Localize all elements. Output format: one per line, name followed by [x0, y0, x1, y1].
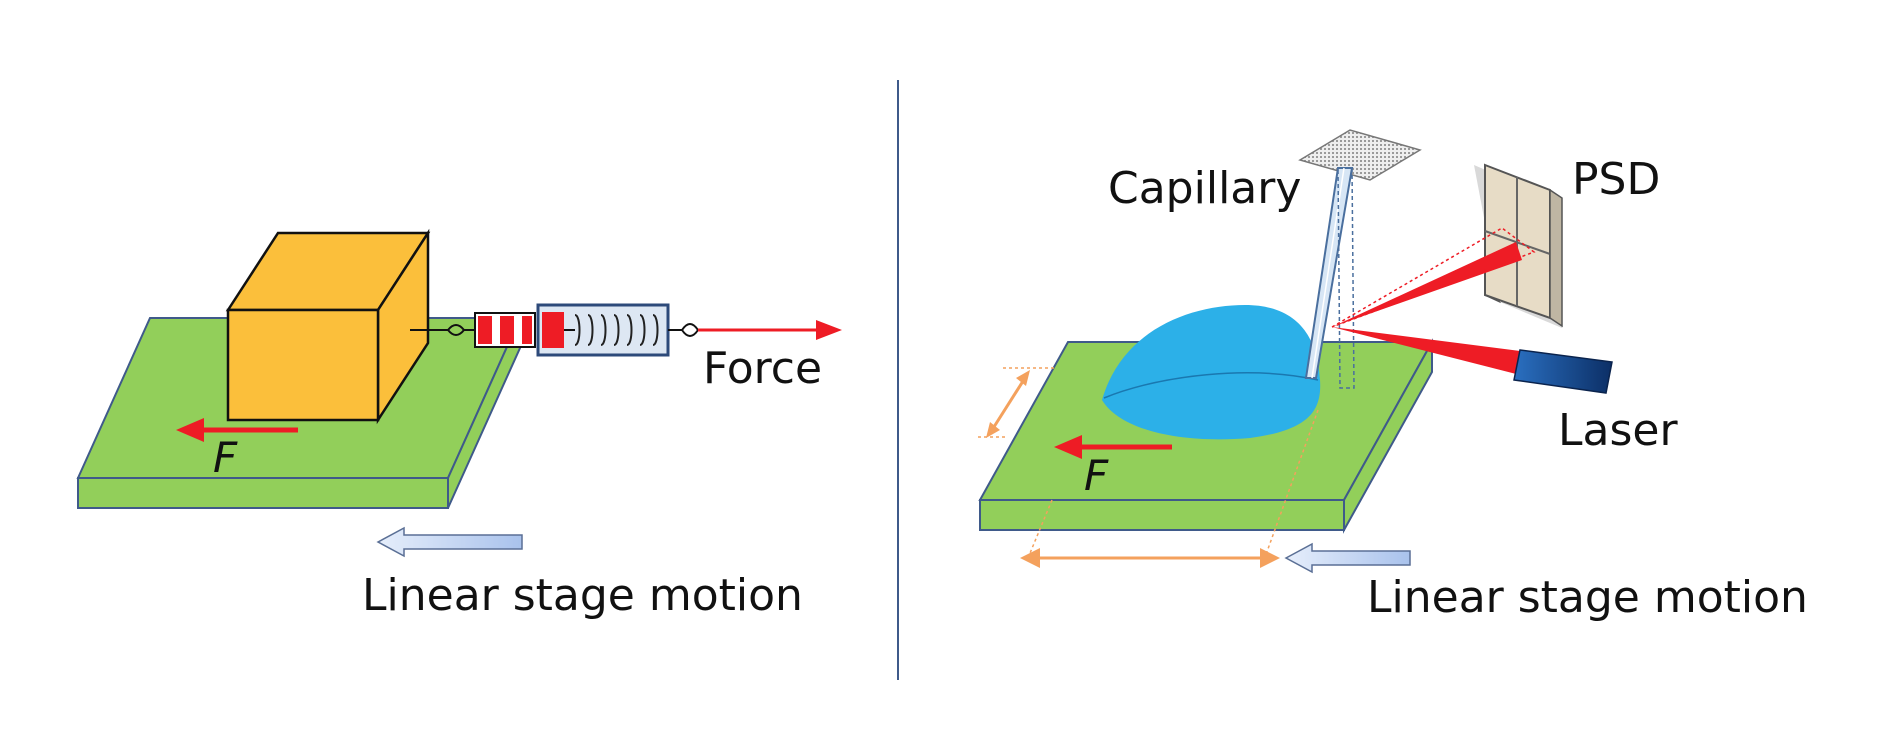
psd-detector [1474, 163, 1563, 328]
droplet [1102, 305, 1321, 440]
laser-source [1513, 349, 1613, 394]
laser-label: Laser [1558, 405, 1678, 456]
force-label: Force [703, 343, 822, 394]
right-stage-motion-label: Linear stage motion [1367, 572, 1808, 623]
capillary [1298, 129, 1422, 389]
pull-force-arrow [698, 320, 842, 340]
right-panel: Capillary PSD Laser [978, 129, 1808, 623]
right-friction-label: F [1084, 451, 1109, 500]
right-motion-arrow [1284, 542, 1411, 574]
sliding-block [225, 228, 431, 425]
left-friction-label: F [213, 433, 238, 482]
psd-label: PSD [1572, 154, 1660, 205]
left-panel: Force F Linear stage motion [76, 228, 842, 621]
force-gauge [410, 303, 700, 357]
capillary-label: Capillary [1108, 163, 1301, 214]
laser-beams [1331, 227, 1536, 376]
left-stage-motion-label: Linear stage motion [362, 570, 803, 621]
left-friction-arrow [176, 418, 298, 442]
left-motion-arrow [376, 526, 523, 558]
right-friction-arrow [1054, 435, 1172, 459]
dimension-indicators [978, 367, 1319, 568]
